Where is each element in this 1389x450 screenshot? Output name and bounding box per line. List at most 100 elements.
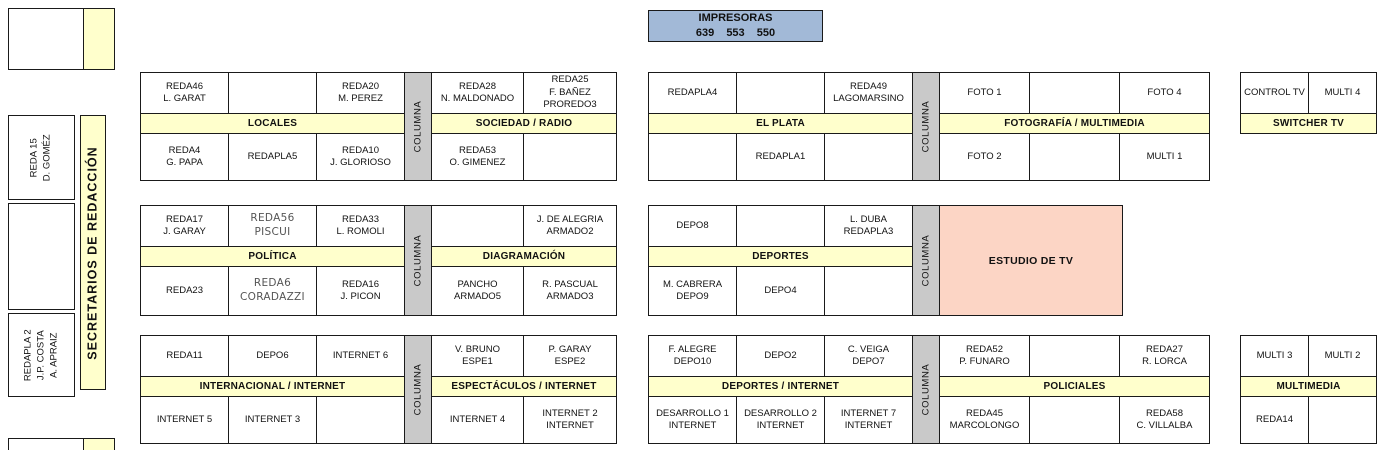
desk-cell: FOTO 2 [940, 134, 1029, 180]
secretarios-label: SECRETARIOS DE REDACCIÓN [86, 145, 100, 360]
impresoras-printer-station: IMPRESORAS 639 553 550 [648, 10, 823, 42]
columna-pillar: COLUMNA [912, 335, 940, 444]
desk-label: J. PICON [340, 291, 381, 302]
desk-label: ARMADO2 [546, 226, 594, 237]
desk-cell: MULTI 3 [1241, 336, 1308, 376]
columna-pillar: COLUMNA [404, 72, 432, 181]
section-header-fotografia_multimedia: FOTOGRAFÍA / MULTIMEDIA [940, 114, 1209, 133]
desk-label: REDA14 [1256, 413, 1293, 425]
desk-cell: CONTROL TV [1241, 73, 1308, 113]
desk-label: MULTI 1 [1146, 150, 1183, 162]
desk-label: ARMADO3 [546, 291, 594, 302]
desk-label: J. GLORIOSO [330, 157, 391, 168]
section-header-deportes_internet: DEPORTES / INTERNET [649, 377, 912, 396]
desk-label: MULTI 2 [1324, 349, 1361, 361]
desk-cell [317, 397, 404, 443]
desk-label: INTERNET 2 [542, 407, 598, 419]
section-header-internacional_internet: INTERNACIONAL / INTERNET [141, 377, 404, 396]
desk-label: M. CABRERA [662, 278, 723, 290]
desk-label: REDA20 [342, 80, 379, 92]
desk-label: P. GARAY [548, 343, 592, 355]
desk-cell [1030, 336, 1119, 376]
section-header-multimedia: MULTIMEDIA [1241, 377, 1376, 396]
desk-cell [229, 73, 316, 113]
desk-label: FOTO 1 [967, 86, 1002, 98]
desk-label: INTERNET [844, 420, 893, 431]
section-block-switcher_tv: CONTROL TV MULTI 4 SWITCHER TV [1240, 72, 1377, 134]
desk-label: CONTROL TV [1244, 86, 1305, 98]
desk-label: DEPO8 [676, 219, 709, 231]
desk-label: INTERNET 5 [156, 413, 213, 425]
section-header-policiales: POLICIALES [940, 377, 1209, 396]
desk-label: MULTI 4 [1324, 86, 1361, 98]
desk-label: REDA53 [459, 144, 496, 156]
desk-label: ESPE1 [462, 356, 493, 367]
desk-label: MULTI 3 [1256, 349, 1293, 361]
desk-label: REDA52 [966, 343, 1003, 355]
desk-label: MARCOLONGO [949, 420, 1020, 431]
columna-label: COLUMNA [920, 363, 932, 416]
desk-label: V. BRUNO [454, 343, 501, 355]
columna-label: COLUMNA [412, 363, 424, 416]
desk-cell: REDA23 [141, 267, 228, 315]
desk-label: L. GARAT [163, 93, 206, 104]
desk-label: ESPE2 [554, 356, 586, 367]
desk-cell: INTERNET 6 [317, 336, 404, 376]
desk-label: F. BAÑEZ [549, 86, 591, 98]
desk-label: REDA16 [342, 278, 379, 290]
desk-label: PANCHO [457, 278, 498, 290]
desk-label: C. VEIGA [847, 343, 890, 355]
desk-cell: DEPO8 [649, 206, 736, 246]
section-header-switcher_tv: SWITCHER TV [1241, 114, 1376, 133]
desk-label: REDA56 [250, 212, 295, 225]
desk-label: DEPO7 [852, 356, 885, 367]
desk-cell: MULTI 2 [1309, 336, 1376, 376]
desk-label: PISCUI [254, 226, 291, 238]
desk-label: R. LORCA [1142, 356, 1187, 367]
desk-label: INTERNET [668, 420, 717, 431]
desk-label: DESARROLLO 1 [656, 407, 729, 419]
desk-cell: REDAPLA4 [649, 73, 736, 113]
desk-cell [1030, 134, 1119, 180]
impresoras-numbers: 639 553 550 [695, 27, 776, 39]
desk-label: DEPO6 [256, 349, 289, 361]
columna-pillar: COLUMNA [912, 72, 940, 181]
section-header-locales: LOCALES [141, 114, 404, 133]
desk-cell [524, 134, 616, 180]
secretarios-strip: SECRETARIOS DE REDACCIÓN [80, 115, 106, 390]
desk-cell: REDA14 [1241, 397, 1308, 443]
desk-label: REDA25 [551, 74, 589, 86]
top-left-box-yellow [83, 8, 115, 70]
desk-label: DEPO10 [673, 356, 712, 367]
section-header-deportes: DEPORTES [649, 247, 912, 266]
desk-cell [1030, 397, 1119, 443]
columna-pillar: COLUMNA [912, 205, 940, 316]
desk-label: REDA4 [168, 144, 201, 156]
columna-label: COLUMNA [920, 234, 932, 287]
section-header-espectaculos_internet: ESPECTÁCULOS / INTERNET [432, 377, 616, 396]
section-header-sociedad_radio: SOCIEDAD / RADIO [432, 114, 616, 133]
desk-cell: INTERNET 5 [141, 397, 228, 443]
desk-cell: REDAPLA5 [229, 134, 316, 180]
desk-label: G. PAPA [166, 157, 203, 168]
